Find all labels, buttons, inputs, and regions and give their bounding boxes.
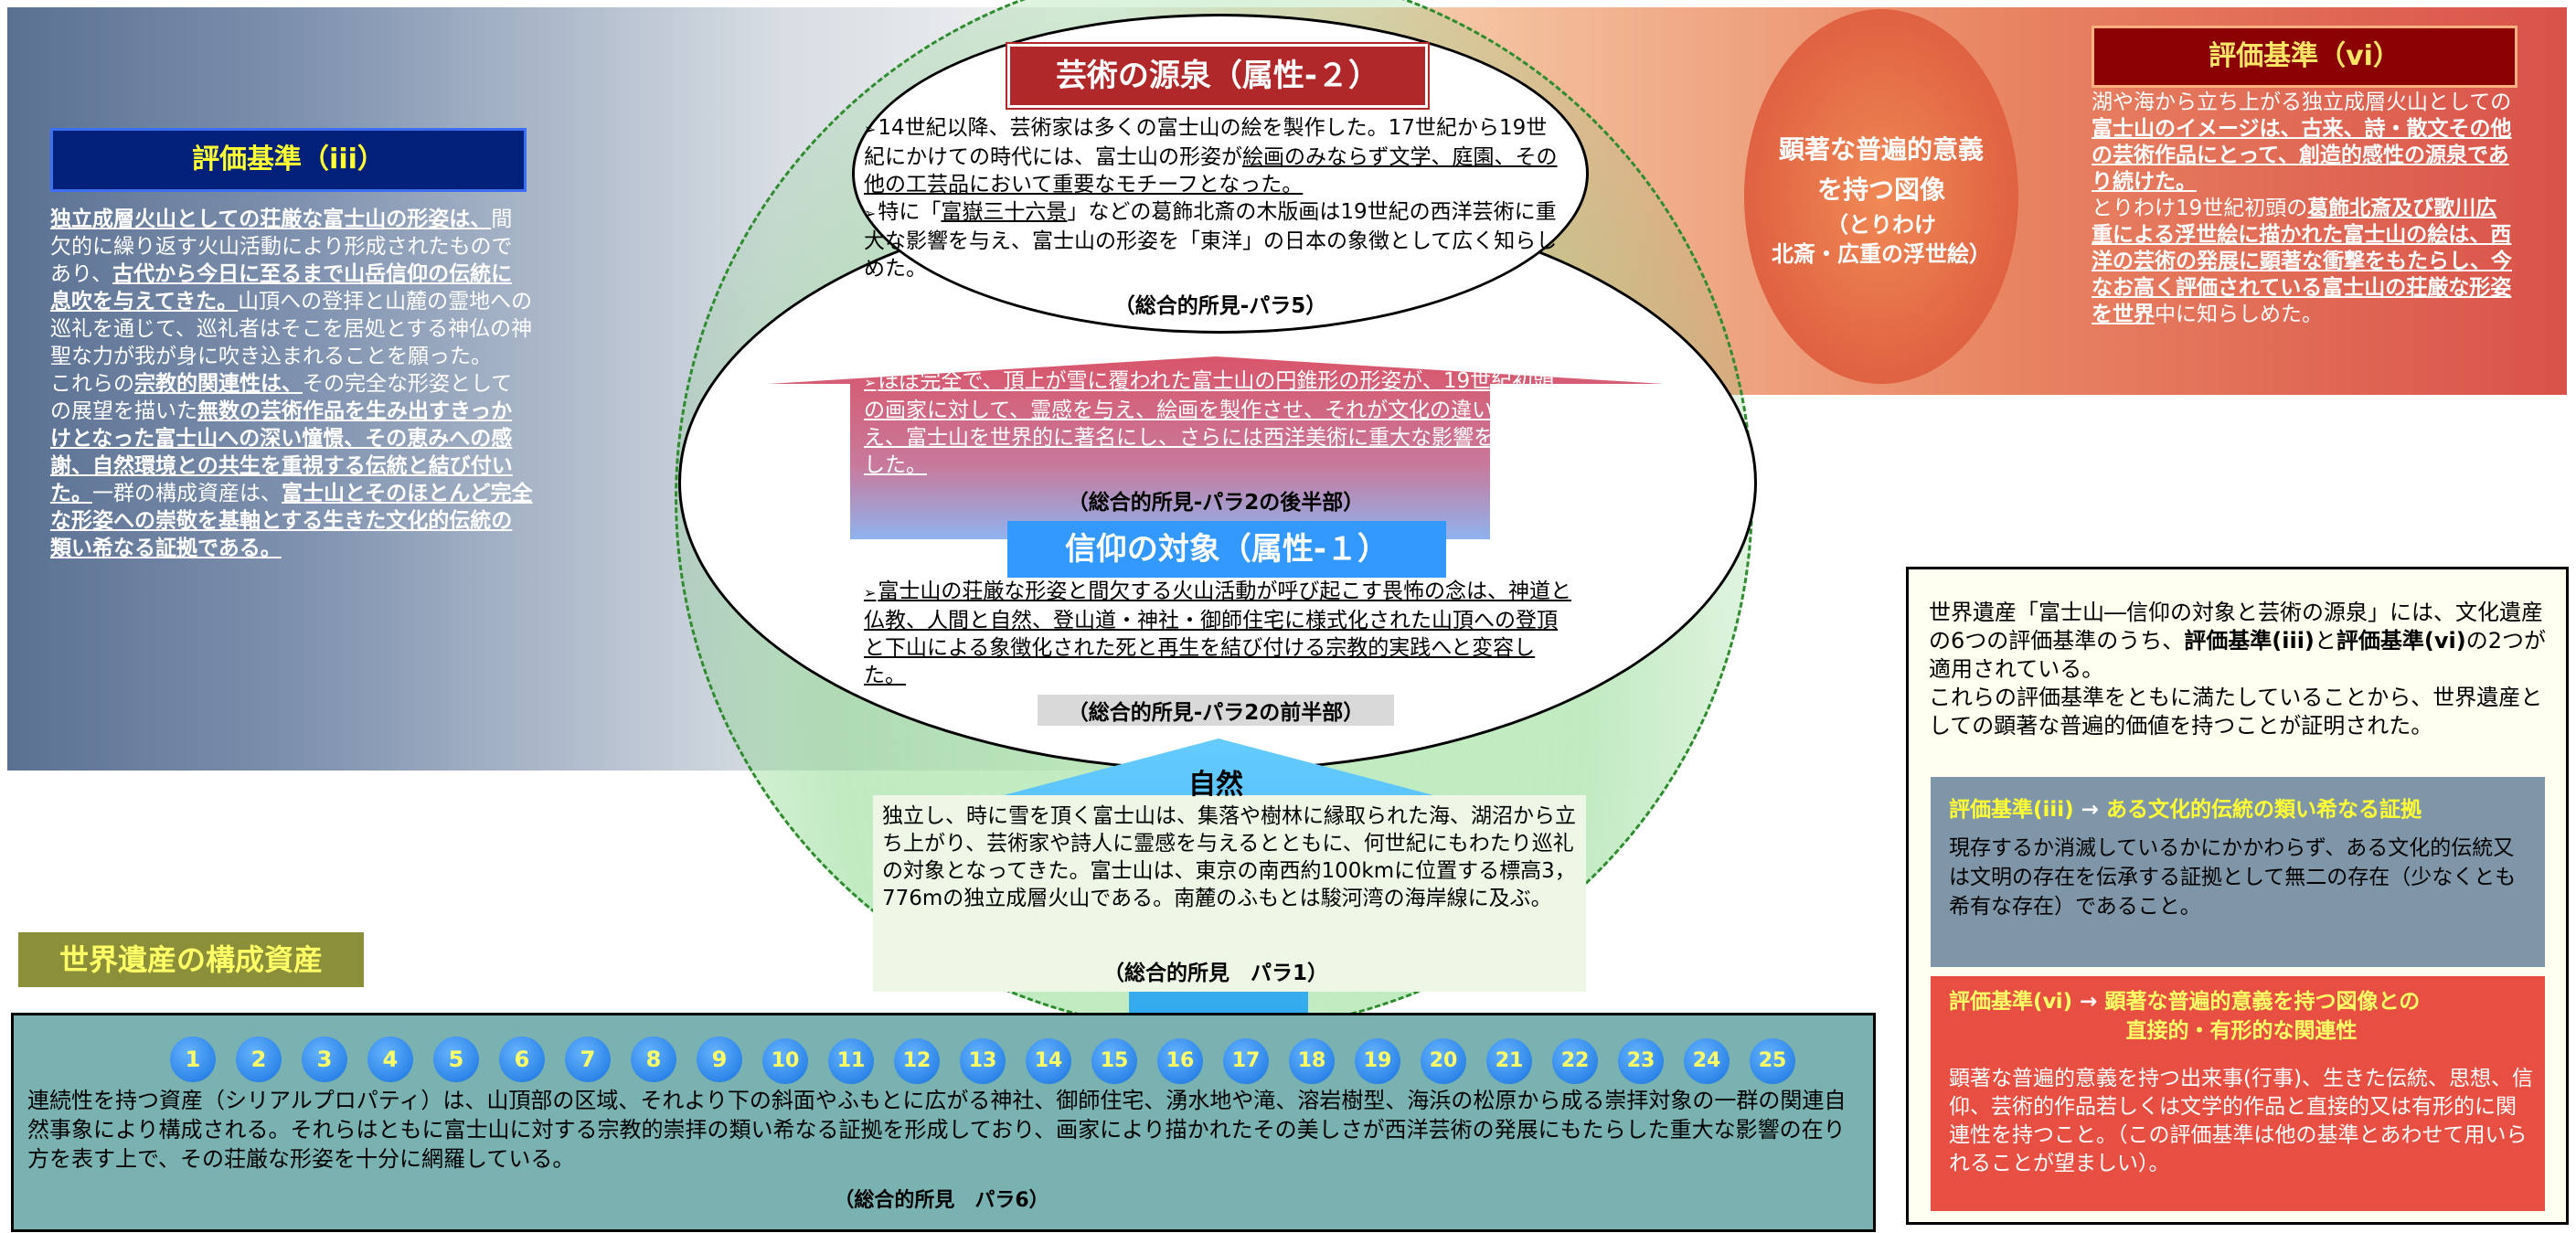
attr2-title: 芸術の源泉（属性-２）: [1007, 44, 1428, 108]
middle-text-content: ほぼ完全で、頂上が雪に覆われた富士山の円錐形の形姿が、19世紀初頭の画家に対して…: [864, 369, 1558, 477]
asset-number-badge[interactable]: 11: [828, 1038, 874, 1084]
attr1-text: 富士山の荘厳な形姿と間欠する火山活動が呼び起こす畏怖の念は、神道と仏教、人間と自…: [864, 579, 1571, 687]
asset-number-badge[interactable]: 15: [1091, 1038, 1137, 1084]
info-p1-c: と: [2314, 628, 2336, 654]
asset-number-badge[interactable]: 17: [1223, 1038, 1269, 1084]
oval-line2: を持つ図像: [1816, 175, 1945, 205]
criterion-vi-definition-box: [1931, 976, 2545, 1211]
asset-number-badge[interactable]: 9: [697, 1036, 742, 1082]
iii-head-arrow: →: [2073, 798, 2106, 822]
info-p1-d: の2つが適用されている。: [1929, 628, 2546, 682]
asset-number-badge[interactable]: 13: [960, 1038, 1006, 1084]
asset-number-badge[interactable]: 25: [1750, 1038, 1795, 1084]
attr1-caption: （総合的所見-パラ2の前半部）: [1038, 695, 1394, 726]
criterion-vi-definition-head: 評価基準(ⅵ) → 顕著な普遍的意義を持つ図像との 直接的・有形的な関連性: [1949, 987, 2534, 1046]
vi-head-a: 評価基準(ⅵ): [1949, 990, 2073, 1014]
assets-text: 連続性を持つ資産（シリアルプロパティ）は、山頂部の区域、それより下の斜面やふもと…: [27, 1088, 1847, 1172]
criterion-vi-title: 評価基準（vi）: [2092, 26, 2517, 88]
info-text: 世界遺産「富士山―信仰の対象と芸術の源泉」には、文化遺産の6つの評価基準のうち、…: [1929, 599, 2555, 740]
criterion-vi-c: 中に知らしめた。: [2155, 303, 2323, 326]
criterion-vi-a: 湖や海から立ち上がる独立成層火山としての: [2092, 90, 2512, 114]
criterion-iii-title: 評価基準（iii）: [50, 128, 527, 192]
attr2-b1: 14世紀以降、芸術家は多くの富士山の絵を製作した。17世紀から19世紀にかけての…: [864, 116, 1548, 169]
info-p2: これらの評価基準をともに満たしていることから、世界遺産としての顕著な普遍的価値を…: [1929, 685, 2543, 739]
vi-head-c: 直接的・有形的な関連性: [2125, 1019, 2358, 1043]
nature-title: 自然: [1188, 769, 1243, 801]
attr1-title: 信仰の対象（属性-１）: [1007, 521, 1446, 578]
criterion-vi-u1: 富士山のイメージは、古来、詩・散文その他の芸術作品にとって、創造的感性の源泉であ…: [2092, 117, 2512, 194]
criterion-iii-p1-a: 間欠的に繰り返す火山活動により形成されたものであり、: [50, 207, 513, 286]
nature-caption: （総合的所見 パラ1）: [1102, 962, 1328, 985]
asset-number-badge[interactable]: 5: [433, 1036, 479, 1082]
attr2-caption: （総合的所見-パラ5）: [1113, 294, 1327, 318]
iconography-oval: [1744, 9, 2018, 384]
info-p1-b2: 評価基準(vi): [2336, 628, 2466, 654]
asset-number-badge[interactable]: 6: [499, 1036, 545, 1082]
criterion-iii-definition-body: 現存するか消滅しているかにかかわらず、ある文化的伝統又は文明の存在を伝承する証拠…: [1949, 836, 2517, 919]
oval-text: 顕著な普遍的意義 を持つ図像 （とりわけ 北斎・広重の浮世絵）: [1755, 130, 2007, 269]
asset-number-badge[interactable]: 1: [170, 1036, 216, 1082]
criterion-iii-definition-box: [1931, 777, 2545, 967]
asset-number-badge[interactable]: 20: [1421, 1038, 1466, 1084]
asset-number-badge[interactable]: 24: [1684, 1038, 1730, 1084]
criterion-vi-u2: 葛飾北斎及び歌川広重による浮世絵に描かれた富士山の絵は、西洋の芸術の発展に顕著な…: [2092, 197, 2512, 326]
info-p1-b1: 評価基準(iii): [2184, 628, 2315, 654]
criterion-iii-p2-u2: 無数の芸術作品を生み出すきっかけとなった富士山への深い憧憬、その恵みへの感謝、自…: [50, 399, 513, 505]
info-p1-a: 世界遺産「富士山―信仰の対象と芸術の源泉」には、文化遺産の6つの評価基準のうち、: [1929, 600, 2543, 654]
criterion-vi-body: 湖や海から立ち上がる独立成層火山としての富士山のイメージは、古来、詩・散文その他…: [2092, 90, 2512, 328]
oval-line4: 北斎・広重の浮世絵）: [1772, 241, 1991, 267]
vi-head-b: 顕著な普遍的意義を持つ図像との: [2104, 990, 2421, 1014]
attr2-b2: 特に「: [878, 200, 942, 224]
criterion-iii-p1-b: 山頂への登拝と山麓の霊地への巡礼を通じて、巡礼者はそこを居処とする神仏の神聖な力…: [50, 290, 533, 368]
criterion-iii-p2-a: これらの: [50, 372, 134, 396]
asset-number-badge[interactable]: 7: [565, 1036, 611, 1082]
asset-number-badge[interactable]: 3: [302, 1036, 347, 1082]
middle-text: ほぼ完全で、頂上が雪に覆われた富士山の円錐形の形姿が、19世紀初頭の画家に対して…: [864, 367, 1559, 479]
attr2-b1-underline: 絵画のみならず文学、庭園、その他の工芸品において重要なモチーフとなった。: [864, 145, 1558, 197]
asset-number-badge[interactable]: 12: [894, 1038, 940, 1084]
attr2-b2-underline: 富嶽三十六景: [941, 200, 1068, 224]
vi-head-arrow: →: [2072, 990, 2105, 1014]
criterion-iii-p2-b: その完全な形姿としての展望を描いた: [50, 372, 513, 423]
attr2-body: 14世紀以降、芸術家は多くの富士山の絵を製作した。17世紀から19世紀にかけての…: [864, 114, 1559, 282]
criterion-iii-p2-c: 一群の構成資産は、: [92, 482, 282, 505]
oval-line3: （とりわけ: [1826, 212, 1936, 238]
asset-number-badge[interactable]: 2: [236, 1036, 282, 1082]
asset-number-badge[interactable]: 22: [1552, 1038, 1598, 1084]
red-arrow: [768, 356, 1664, 539]
assets-caption: （総合的所見 パラ6）: [834, 1189, 1049, 1212]
asset-number-badge[interactable]: 10: [762, 1038, 808, 1084]
nature-text: 独立し、時に雪を頂く富士山は、集落や樹林に縁取られた海、湖沼から立ち上がり、芸術…: [882, 804, 1576, 910]
criterion-vi-definition-body: 顕著な普遍的意義を持つ出来事(行事)、生きた伝統、思想、信仰、芸術的作品若しくは…: [1949, 1067, 2533, 1175]
asset-number-badge[interactable]: 8: [631, 1036, 676, 1082]
criterion-vi-b: とりわけ19世紀初頭の: [2092, 197, 2308, 220]
asset-number-badge[interactable]: 14: [1026, 1038, 1071, 1084]
attr1-body: 富士山の荘厳な形姿と間欠する火山活動が呼び起こす畏怖の念は、神道と仏教、人間と自…: [864, 578, 1577, 689]
asset-number-badge[interactable]: 4: [367, 1036, 413, 1082]
iii-head-b: ある文化的伝統の類い希なる証拠: [2105, 798, 2422, 822]
criterion-iii-p1-u2: 古代から今日に至るまで山岳信仰の伝統に息吹を与えてきた。: [50, 262, 513, 314]
criterion-iii-body: 独立成層火山としての荘厳な富士山の形姿は、間欠的に繰り返す火山活動により形成され…: [50, 206, 533, 562]
criterion-iii-p2-u: 宗教的関連性は、: [134, 372, 303, 396]
middle-caption: （総合的所見-パラ2の後半部）: [1067, 491, 1365, 515]
assets-title: 世界遺産の構成資産: [18, 932, 364, 987]
criterion-iii-definition-head: 評価基準(iii) → ある文化的伝統の類い希なる証拠: [1949, 792, 2534, 823]
iii-head-a: 評価基準(iii): [1949, 798, 2074, 822]
asset-number-badge[interactable]: 21: [1486, 1038, 1532, 1084]
criterion-iii-p2-u3: 富士山とそのほとんど完全な形姿への崇敬を基軸とする生きた文化的伝統の類い希なる証…: [50, 482, 533, 560]
criterion-iii-p1-u: 独立成層火山としての荘厳な富士山の形姿は、: [50, 207, 492, 231]
attr2-b2-tail: 」などの葛飾北斎の木版画は19世紀の西洋芸術に重大な影響を与え、富士山の形姿を「…: [864, 200, 1558, 281]
nature-panel: [873, 795, 1586, 992]
oval-line1: 顕著な普遍的意義: [1778, 134, 1984, 165]
asset-number-badge[interactable]: 16: [1157, 1038, 1203, 1084]
asset-number-badge[interactable]: 23: [1618, 1038, 1664, 1084]
asset-number-badge[interactable]: 18: [1289, 1038, 1335, 1084]
asset-number-badge[interactable]: 19: [1355, 1038, 1400, 1084]
